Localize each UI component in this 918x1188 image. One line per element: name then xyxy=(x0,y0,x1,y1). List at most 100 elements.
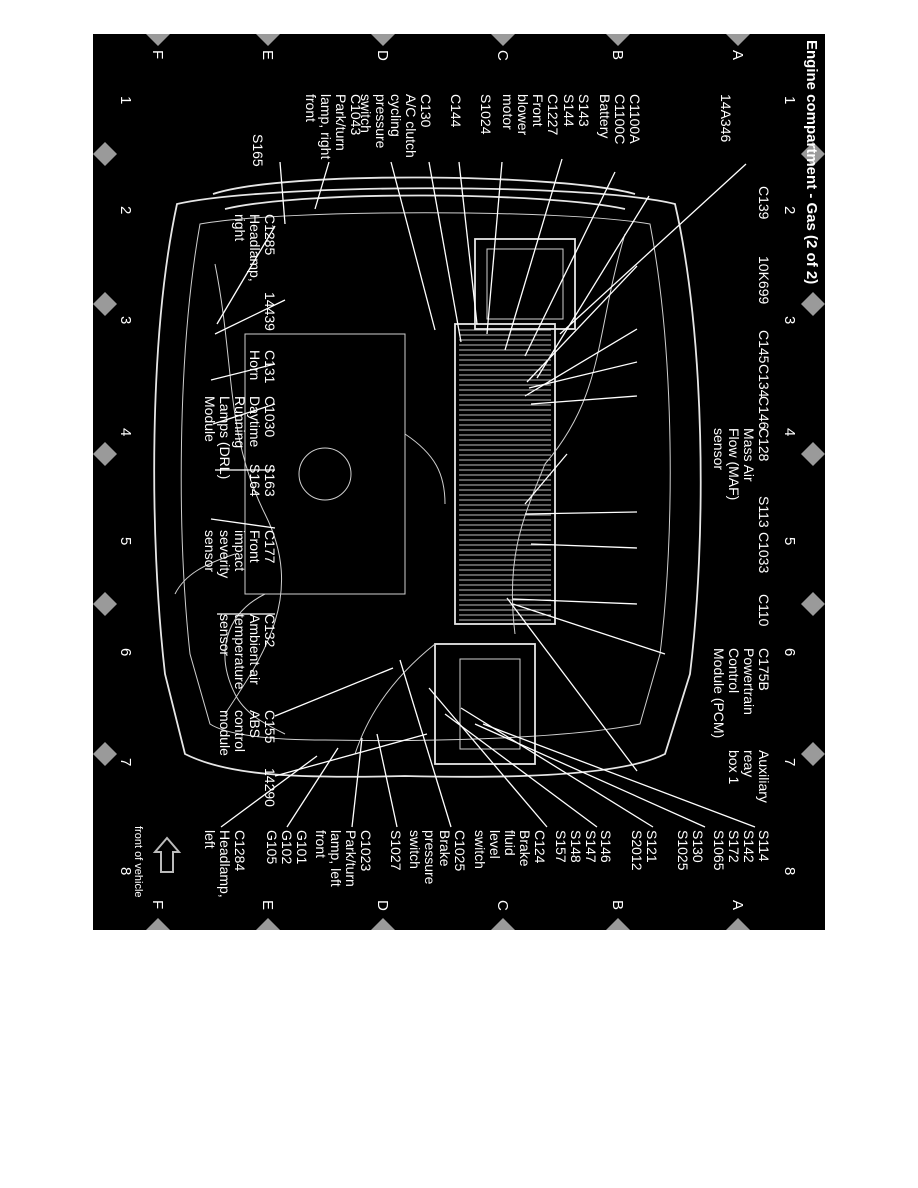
diamond-icon xyxy=(726,34,750,46)
grid-col-label: 6 xyxy=(117,648,134,656)
callout-labels: 14A346 C1100A C1100C Battery S143 S144 C… xyxy=(202,94,772,898)
leader-line xyxy=(524,171,616,357)
callout-C175B: C175B Powertrain Control Module (PCM) xyxy=(711,648,772,738)
callout-G101: G101 G102 G105 xyxy=(264,830,310,868)
leader-line xyxy=(530,543,638,549)
grid-row-label: F xyxy=(149,900,166,909)
leader-line xyxy=(458,161,478,325)
leader-lines xyxy=(210,158,756,828)
grid-col-label: 8 xyxy=(781,867,798,875)
leader-line xyxy=(528,361,638,389)
grid-row-label: E xyxy=(259,900,276,910)
leader-line xyxy=(314,161,330,210)
grid-col-label: 6 xyxy=(781,648,798,656)
callout-S130: S130 S1025 xyxy=(675,830,706,871)
leader-line xyxy=(524,453,568,505)
leader-line xyxy=(210,518,276,529)
leader-line xyxy=(216,225,276,325)
callout-S121: S121 S2012 xyxy=(629,830,660,871)
grid-col-label: 3 xyxy=(117,316,134,324)
leader-line xyxy=(524,328,638,397)
diamond-icon xyxy=(726,918,750,930)
diamond-icon xyxy=(801,592,825,616)
diamond-icon xyxy=(256,34,280,46)
wire-harness xyxy=(174,553,436,755)
callout-C1043: C1043 Park/turn lamp, right front xyxy=(303,94,364,163)
grid-column-labels-bottom: 1 2 3 4 5 6 7 8 xyxy=(117,96,134,875)
grid-col-label: 4 xyxy=(781,428,798,436)
grid-column-labels-top: 1 2 3 4 5 6 7 8 xyxy=(781,96,798,875)
battery xyxy=(474,238,576,330)
callout-14439: 14439 xyxy=(262,292,278,331)
diamond-icon xyxy=(801,142,825,166)
callout-C146: C146 xyxy=(756,396,772,430)
leader-line xyxy=(444,713,598,828)
grid-row-label: C xyxy=(494,900,511,911)
callout-auxiliary-relay-box: Auxiliary reay box 1 xyxy=(726,750,772,807)
grid-row-label: D xyxy=(374,50,391,61)
leader-line xyxy=(530,395,638,405)
leader-line xyxy=(460,707,654,828)
grid-col-label: 7 xyxy=(781,758,798,766)
leader-line xyxy=(559,163,747,335)
callout-C155: C155 ABS control module xyxy=(217,710,278,756)
diamond-icon xyxy=(93,442,117,466)
leader-line xyxy=(536,195,650,379)
grid-col-label: 5 xyxy=(117,537,134,545)
leader-line xyxy=(512,598,638,605)
callout-S163: S163 S164 xyxy=(247,464,278,501)
callout-C145: C145 xyxy=(756,330,772,364)
grid-row-label: A xyxy=(729,900,746,910)
callout-14290: 14290 xyxy=(262,768,278,807)
callout-S146: S146 S147 S148 S157 xyxy=(553,830,614,867)
diamond-icon xyxy=(93,142,117,166)
callout-C1285: C1285 Headlamp, right xyxy=(232,214,278,286)
grid-col-label: 7 xyxy=(117,758,134,766)
leader-line xyxy=(286,747,339,828)
diamond-icon xyxy=(491,34,515,46)
pcm-label-plate xyxy=(459,658,521,750)
arrow-left-icon xyxy=(152,836,182,873)
callout-C130: C130 A/C clutch cycling pressure switch xyxy=(358,94,434,162)
grid-row-label: B xyxy=(609,900,626,910)
front-of-vehicle-indicator: front of vehicle xyxy=(132,826,182,898)
leader-line xyxy=(428,161,462,343)
diamond-icon xyxy=(801,292,825,316)
callout-C177: C177 Front impact severity sensor xyxy=(202,530,278,582)
grid-col-label: 1 xyxy=(781,96,798,104)
leader-line xyxy=(279,161,286,225)
front-of-vehicle-label: front of vehicle xyxy=(132,826,144,898)
leader-line xyxy=(482,723,756,828)
radiator-fins xyxy=(459,329,551,621)
callout-S143: S143 S144 xyxy=(561,94,592,131)
wire-harness xyxy=(214,233,626,715)
leader-line xyxy=(524,511,638,515)
diagram-canvas: Engine compartment - Gas (2 of 2) 1 2 3 … xyxy=(93,34,825,930)
page-title: Engine compartment - Gas (2 of 2) xyxy=(803,40,820,284)
diamond-icon xyxy=(146,918,170,930)
leader-line xyxy=(214,299,286,335)
grid-row-labels-right: A B C D E F xyxy=(149,900,746,911)
diamond-icon xyxy=(93,742,117,766)
grid-row-labels-left: A B C D E F xyxy=(149,50,746,61)
grid-col-label: 3 xyxy=(781,316,798,324)
callout-C1100: C1100A C1100C Battery xyxy=(597,94,643,148)
engine-area xyxy=(244,333,406,595)
callout-C128: C128 Mass Air Flow (MAF) sensor xyxy=(711,428,772,504)
diamond-icon xyxy=(93,292,117,316)
leader-line xyxy=(376,733,398,828)
callout-C144: C144 xyxy=(448,94,464,128)
engine-compartment-drawing xyxy=(153,176,702,778)
leader-line xyxy=(390,161,436,331)
grid-row-label: F xyxy=(149,50,166,59)
leader-line xyxy=(274,667,394,717)
grid-col-label: 2 xyxy=(117,206,134,214)
callout-S113: S113 xyxy=(756,496,772,528)
leader-line xyxy=(512,603,666,655)
callout-C1025: C1025 Brake pressure switch xyxy=(407,830,468,888)
inner-fender-outline xyxy=(180,212,671,742)
wiring-diagram: Engine compartment - Gas (2 of 2) 1 2 3 … xyxy=(93,34,825,930)
grid-row-label: B xyxy=(609,50,626,60)
callout-C132: C132 Ambient air temperature sensor xyxy=(217,614,278,693)
diamond-icon xyxy=(371,918,395,930)
